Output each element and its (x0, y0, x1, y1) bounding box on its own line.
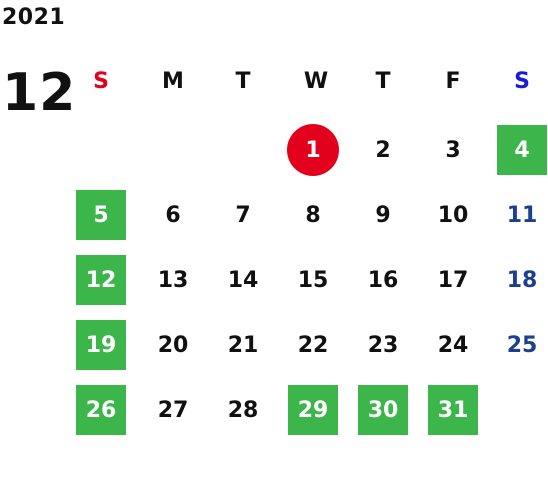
day-cell-31[interactable]: 31 (428, 385, 478, 435)
day-cell-28[interactable]: 28 (227, 397, 259, 423)
day-cell-23[interactable]: 23 (367, 332, 399, 358)
day-cell-14[interactable]: 14 (227, 267, 259, 293)
weekday-header-wednesday: W (303, 69, 329, 94)
day-cell-29[interactable]: 29 (288, 385, 338, 435)
day-cell-3[interactable]: 3 (445, 137, 461, 163)
weekday-header-monday: M (162, 69, 184, 94)
weekday-header-saturday: S (514, 69, 530, 94)
day-cell-18[interactable]: 18 (506, 267, 538, 293)
day-cell-9[interactable]: 9 (375, 202, 391, 228)
day-cell-10[interactable]: 10 (437, 202, 469, 228)
day-cell-27[interactable]: 27 (157, 397, 189, 423)
day-cell-7[interactable]: 7 (235, 202, 251, 228)
day-cell-1[interactable]: 1 (287, 124, 339, 176)
day-cell-4[interactable]: 4 (497, 125, 547, 175)
day-cell-12[interactable]: 12 (76, 255, 126, 305)
day-cell-5[interactable]: 5 (76, 190, 126, 240)
day-cell-26[interactable]: 26 (76, 385, 126, 435)
day-cell-2[interactable]: 2 (375, 137, 391, 163)
weekday-header-thursday: T (375, 69, 391, 94)
day-cell-21[interactable]: 21 (227, 332, 259, 358)
day-cell-13[interactable]: 13 (157, 267, 189, 293)
day-cell-8[interactable]: 8 (305, 202, 321, 228)
day-cell-30[interactable]: 30 (358, 385, 408, 435)
day-cell-15[interactable]: 15 (297, 267, 329, 293)
weekday-header-tuesday: T (235, 69, 251, 94)
day-cell-19[interactable]: 19 (76, 320, 126, 370)
day-cell-11[interactable]: 11 (506, 202, 538, 228)
day-cell-20[interactable]: 20 (157, 332, 189, 358)
day-cell-6[interactable]: 6 (165, 202, 181, 228)
day-cell-24[interactable]: 24 (437, 332, 469, 358)
month-number: 12 (2, 63, 77, 123)
day-cell-17[interactable]: 17 (437, 267, 469, 293)
day-cell-22[interactable]: 22 (297, 332, 329, 358)
weekday-header-sunday: S (93, 69, 109, 94)
day-cell-16[interactable]: 16 (367, 267, 399, 293)
weekday-header-row: S M T W T F S (0, 65, 548, 99)
weekday-header-friday: F (445, 69, 461, 94)
day-cell-25[interactable]: 25 (506, 332, 538, 358)
year-label: 2021 (2, 5, 66, 30)
